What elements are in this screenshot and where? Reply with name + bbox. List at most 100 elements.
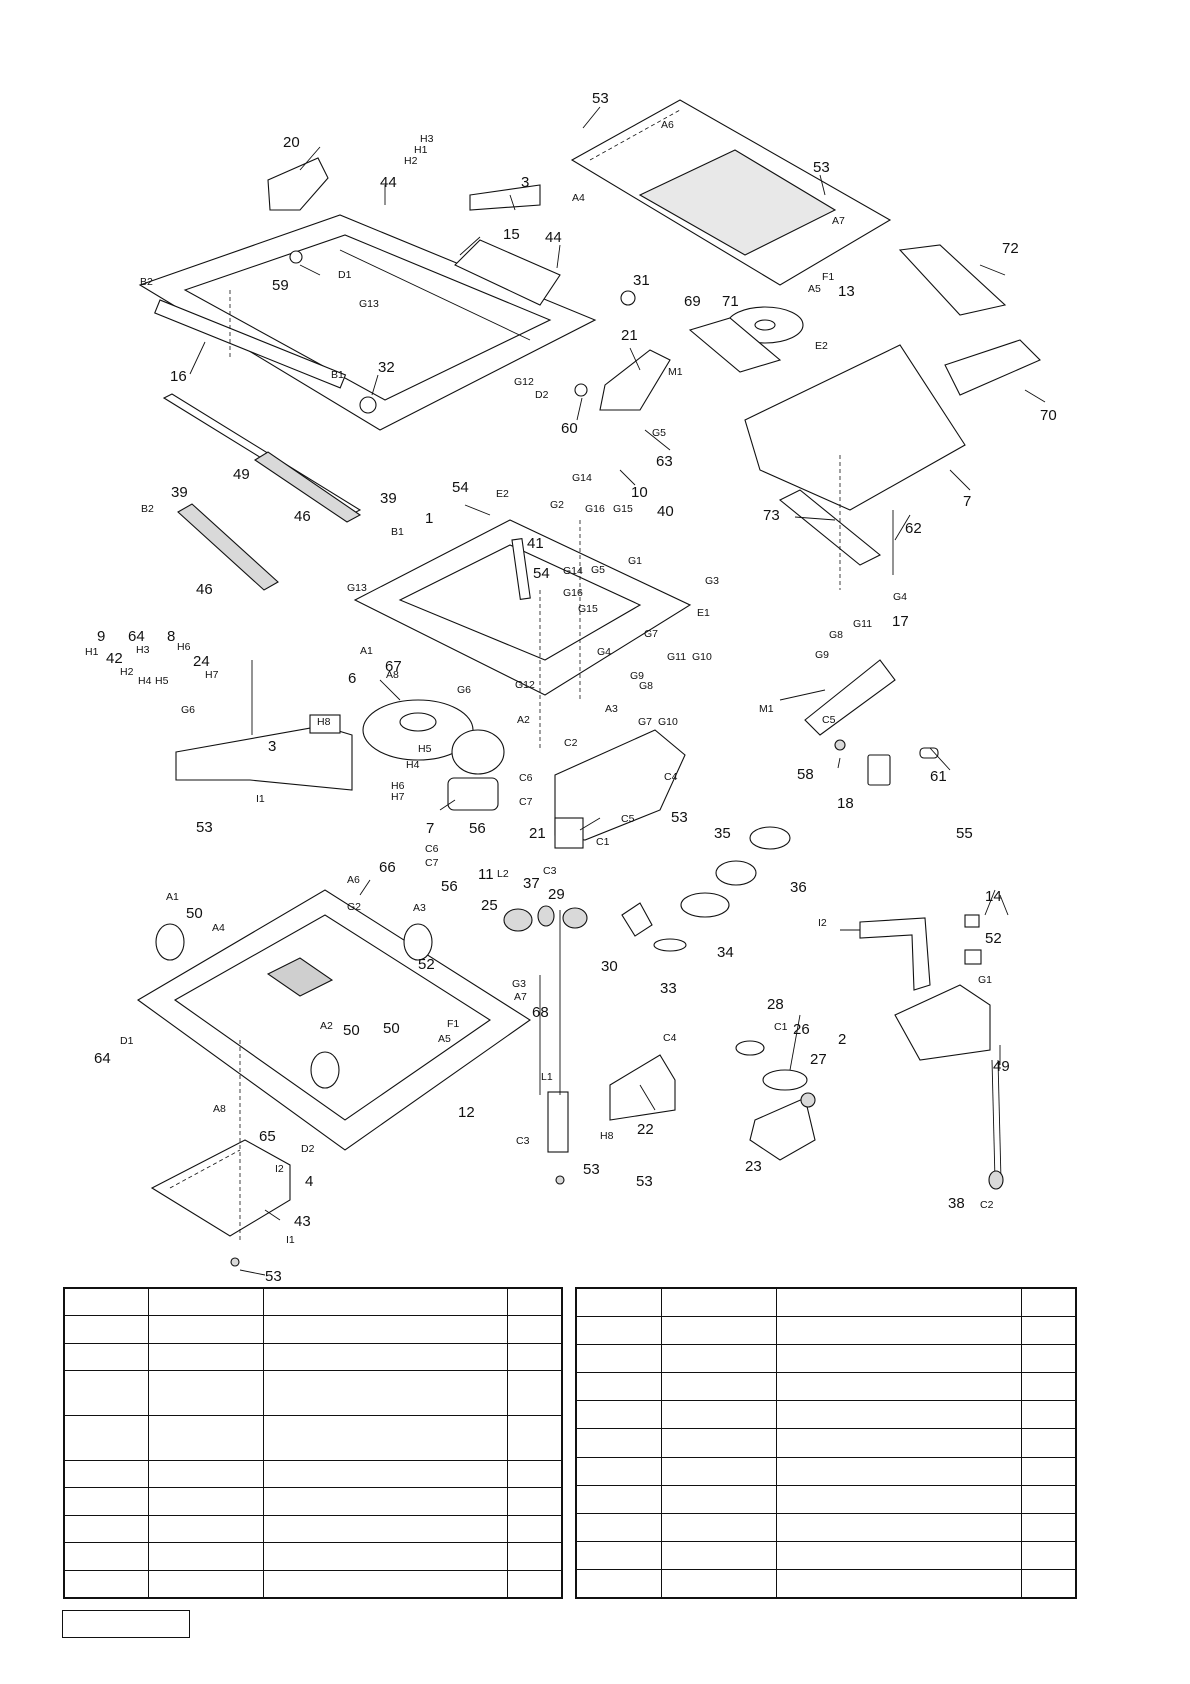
ref-c6: C6 bbox=[425, 843, 439, 855]
table-row bbox=[63, 1459, 563, 1489]
ref-g4: G4 bbox=[893, 591, 907, 603]
table-row bbox=[63, 1487, 563, 1516]
ref-c6: C6 bbox=[519, 772, 533, 784]
ref-g8: G8 bbox=[829, 629, 843, 641]
ref-g2: G2 bbox=[550, 499, 564, 511]
callout-5: 6 bbox=[348, 670, 356, 687]
ref-a2: A2 bbox=[320, 1020, 333, 1032]
ref-a4: A4 bbox=[572, 192, 585, 204]
callout-55: 55 bbox=[956, 825, 973, 842]
ref-g4: G4 bbox=[597, 646, 611, 658]
gear-38 bbox=[988, 1170, 1004, 1190]
callout-7: 7 bbox=[963, 493, 971, 510]
callout-16: 16 bbox=[170, 368, 187, 385]
callout-54: 54 bbox=[452, 479, 469, 496]
callout-72: 73 bbox=[763, 507, 780, 524]
ref-d1: D1 bbox=[120, 1035, 134, 1047]
ref-h2: H2 bbox=[120, 666, 134, 678]
ref-b1: B1 bbox=[391, 526, 404, 538]
callout-52: 53 bbox=[592, 90, 609, 107]
ref-g12: G12 bbox=[515, 679, 535, 691]
table-row bbox=[63, 1569, 563, 1599]
part-60 bbox=[919, 747, 939, 759]
callout-29: 29 bbox=[548, 886, 565, 903]
callout-64: 65 bbox=[259, 1128, 276, 1145]
ref-g13: G13 bbox=[347, 582, 367, 594]
table-row bbox=[575, 1315, 1077, 1345]
ref-h8: H8 bbox=[317, 716, 331, 728]
callout-56: 56 bbox=[441, 878, 458, 895]
ref-b2: B2 bbox=[140, 276, 153, 288]
screw-53-bottom-b bbox=[555, 1175, 565, 1185]
ref-g6: G6 bbox=[457, 684, 471, 696]
top-cover-window bbox=[638, 149, 837, 256]
callout-56: 56 bbox=[469, 820, 486, 837]
callout-70: 71 bbox=[722, 293, 739, 310]
ref-g7: G7 bbox=[644, 628, 658, 640]
switch-18 bbox=[867, 754, 891, 786]
motor-5 bbox=[451, 729, 505, 775]
rail-72 bbox=[778, 489, 882, 566]
callout-19: 20 bbox=[283, 134, 300, 151]
ref-m1: M1 bbox=[668, 366, 683, 378]
callout-3: 3 bbox=[521, 174, 529, 191]
callout-8: 8 bbox=[167, 628, 175, 645]
callout-30: 30 bbox=[601, 958, 618, 975]
ref-m1: M1 bbox=[759, 703, 774, 715]
ref-h1: H1 bbox=[85, 646, 99, 658]
ref-d2: D2 bbox=[535, 389, 549, 401]
loader-frame bbox=[138, 214, 597, 431]
callout-53: 53 bbox=[196, 819, 213, 836]
motor-6 bbox=[447, 777, 499, 811]
bracket-22 bbox=[609, 1054, 676, 1121]
callout-44: 44 bbox=[380, 174, 397, 191]
callout-58: 60 bbox=[561, 420, 578, 437]
arm-71 bbox=[898, 244, 1007, 316]
ref-h1: H1 bbox=[414, 144, 428, 156]
callout-23: 23 bbox=[745, 1158, 762, 1175]
callout-34: 34 bbox=[717, 944, 734, 961]
ref-i1: I1 bbox=[286, 1234, 295, 1246]
table-row bbox=[575, 1512, 1077, 1543]
callout-39: 39 bbox=[171, 484, 188, 501]
ref-g12: G12 bbox=[514, 376, 534, 388]
ref-g15: G15 bbox=[613, 503, 633, 515]
drive-rail bbox=[154, 299, 347, 389]
bushing-30 bbox=[621, 902, 653, 937]
callout-10: 10 bbox=[631, 484, 648, 501]
ref-a3: A3 bbox=[605, 703, 618, 715]
ref-g5: G5 bbox=[591, 564, 605, 576]
gear-34 bbox=[680, 892, 730, 918]
callout-17: 17 bbox=[892, 613, 909, 630]
plate-3-top bbox=[469, 184, 541, 211]
callout-43: 43 bbox=[294, 1213, 311, 1230]
ref-d2: D2 bbox=[301, 1143, 315, 1155]
part-outlines bbox=[136, 99, 1046, 1276]
footer-label-box bbox=[62, 1610, 190, 1638]
callout-50: 50 bbox=[186, 905, 203, 922]
ref-a6: A6 bbox=[347, 874, 360, 886]
mechanism-plate-7 bbox=[744, 344, 966, 511]
ref-g6: G6 bbox=[181, 704, 195, 716]
part-45 bbox=[964, 949, 982, 965]
table-row bbox=[575, 1456, 1077, 1486]
callout-66: 68 bbox=[532, 1004, 549, 1021]
damper-51 bbox=[403, 923, 433, 961]
gear-27 bbox=[800, 1092, 816, 1108]
main-plate-1-inner bbox=[398, 544, 642, 661]
ref-a1: A1 bbox=[166, 891, 179, 903]
callout-51: 52 bbox=[418, 956, 435, 973]
ref-g5: G5 bbox=[652, 427, 666, 439]
ref-a4: A4 bbox=[212, 922, 225, 934]
callout-61: 62 bbox=[905, 520, 922, 537]
part-58 bbox=[574, 383, 588, 397]
callout-20: 21 bbox=[621, 327, 638, 344]
roller-46-upper bbox=[253, 451, 362, 523]
ref-i2: I2 bbox=[818, 917, 827, 929]
callout-22: 22 bbox=[637, 1121, 654, 1138]
disc-70-hub bbox=[754, 319, 776, 331]
callout-39: 39 bbox=[380, 490, 397, 507]
callout-53: 53 bbox=[583, 1161, 600, 1178]
callout-9: 9 bbox=[97, 628, 105, 645]
